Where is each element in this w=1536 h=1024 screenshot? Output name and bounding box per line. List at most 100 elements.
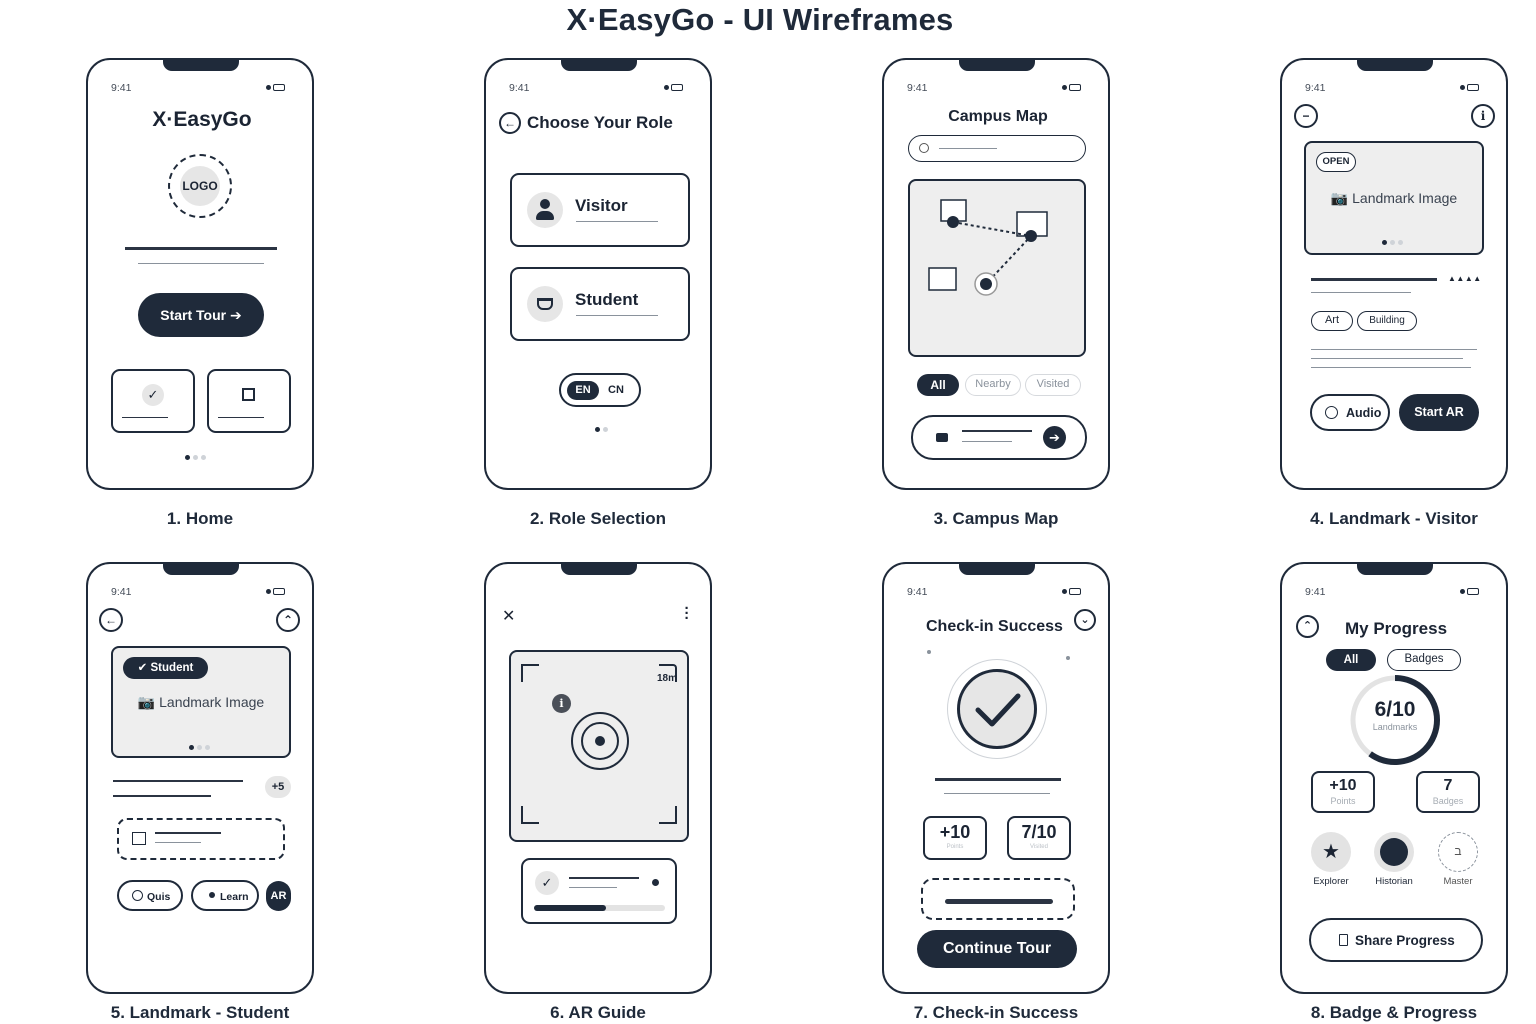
battery-icon bbox=[1062, 84, 1082, 91]
badge-name-explorer: Explorer bbox=[1313, 876, 1349, 887]
share-icon[interactable]: ⌄ bbox=[1074, 609, 1096, 631]
map-pin bbox=[947, 216, 959, 228]
app-name: X·EasyGo bbox=[152, 108, 252, 131]
quiz-icon bbox=[132, 890, 143, 901]
viewfinder-corner bbox=[521, 664, 539, 682]
progress-ring-value: 6/10 bbox=[1374, 698, 1416, 721]
role-card-visitor[interactable]: Visitor bbox=[510, 173, 690, 247]
quiz-preview-card[interactable] bbox=[117, 818, 285, 860]
person-icon bbox=[527, 192, 563, 228]
feature-card-map[interactable] bbox=[207, 369, 291, 433]
quiz-button[interactable]: Quis bbox=[117, 880, 183, 911]
points-badge: +5 bbox=[265, 776, 291, 798]
phone-notch bbox=[959, 562, 1035, 575]
caption-ar: 6. AR Guide bbox=[550, 1003, 646, 1022]
phone-map: 9:41 Campus Map All Nearby Visited ➔ bbox=[882, 58, 1110, 490]
lang-cn-option[interactable]: CN bbox=[608, 384, 624, 396]
share-icon bbox=[1339, 934, 1348, 946]
landmark-image-label: 📷 Landmark Image bbox=[137, 694, 265, 710]
phone-notch bbox=[561, 58, 637, 71]
lang-en-option[interactable]: EN bbox=[567, 381, 599, 400]
status-time: 9:41 bbox=[1305, 82, 1326, 94]
historian-badge-icon[interactable] bbox=[1374, 832, 1414, 872]
checkin-sub-line bbox=[944, 793, 1050, 795]
tag-art[interactable]: Art bbox=[1311, 311, 1353, 331]
start-ar-button[interactable]: Start AR bbox=[1399, 394, 1479, 431]
status-time: 9:41 bbox=[509, 82, 530, 94]
student-badge: ✔ Student bbox=[123, 657, 208, 679]
language-toggle[interactable]: EN CN bbox=[559, 373, 641, 407]
profile-icon[interactable]: ⌃ bbox=[276, 608, 300, 632]
filter-visited[interactable]: Visited bbox=[1025, 374, 1081, 396]
continue-tour-button[interactable]: Continue Tour bbox=[917, 930, 1077, 968]
audio-icon bbox=[1325, 406, 1338, 419]
back-arrow-icon[interactable]: ← bbox=[499, 112, 521, 134]
ar-progress-fill bbox=[534, 905, 607, 911]
phone-student: 9:41 ← ⌃ ✔ Student 📷 Landmark Image +5 Q… bbox=[86, 562, 314, 994]
phone-notch bbox=[163, 562, 239, 575]
learn-button[interactable]: Learn bbox=[191, 880, 259, 911]
graduation-cap-icon bbox=[527, 286, 563, 322]
landmark-image-card[interactable]: OPEN 📷 Landmark Image bbox=[1304, 141, 1484, 255]
audio-button[interactable]: Audio bbox=[1310, 394, 1390, 431]
phone-notch bbox=[163, 58, 239, 71]
search-input[interactable] bbox=[908, 135, 1086, 162]
battery-icon bbox=[1062, 588, 1082, 595]
landmark-title-line bbox=[113, 780, 243, 782]
search-icon bbox=[919, 143, 929, 153]
close-icon[interactable]: ✕ bbox=[502, 608, 516, 625]
battery-icon bbox=[664, 84, 684, 91]
filter-all[interactable]: All bbox=[917, 374, 959, 396]
back-arrow-icon[interactable]: ← bbox=[99, 608, 123, 632]
start-tour-button[interactable]: Start Tour ➔ bbox=[138, 293, 264, 337]
ar-button[interactable]: AR bbox=[266, 881, 291, 911]
viewfinder-corner bbox=[659, 664, 677, 682]
caption-visitor: 4. Landmark - Visitor bbox=[1310, 509, 1478, 528]
caption-checkin: 7. Check-in Success bbox=[913, 1003, 1079, 1022]
description-line bbox=[1311, 358, 1463, 360]
more-options-icon[interactable]: ··· bbox=[684, 600, 690, 627]
tab-all[interactable]: All bbox=[1326, 649, 1376, 671]
share-progress-button[interactable]: Share Progress bbox=[1309, 918, 1483, 962]
arrow-right-icon[interactable]: ➔ bbox=[1043, 426, 1066, 449]
battery-icon bbox=[1460, 84, 1480, 91]
status-time: 9:41 bbox=[111, 586, 132, 598]
caption-student: 5. Landmark - Student bbox=[110, 1003, 290, 1022]
headline-line bbox=[125, 247, 277, 250]
info-marker-icon[interactable]: i bbox=[552, 694, 571, 713]
map-route-svg bbox=[928, 199, 1048, 296]
role-card-student[interactable]: Student bbox=[510, 267, 690, 341]
tab-badges[interactable]: Badges bbox=[1387, 649, 1461, 671]
description-line bbox=[1311, 367, 1471, 369]
ar-progress-card[interactable]: ✓ bbox=[521, 858, 677, 924]
tag-building[interactable]: Building bbox=[1357, 311, 1417, 331]
checkin-title: Check-in Success bbox=[926, 618, 1063, 635]
page-indicator bbox=[595, 427, 611, 433]
carousel-indicator bbox=[1382, 240, 1406, 246]
nearby-landmark-card[interactable]: ➔ bbox=[911, 415, 1087, 460]
check-mark bbox=[975, 693, 1021, 727]
distance-label: 18m bbox=[656, 673, 677, 684]
open-badge: OPEN bbox=[1316, 152, 1356, 172]
back-icon[interactable]: − bbox=[1294, 104, 1318, 128]
success-check-icon bbox=[947, 659, 1047, 759]
caption-map: 3. Campus Map bbox=[933, 509, 1059, 528]
progress-ring bbox=[1350, 675, 1440, 765]
master-badge-locked-icon[interactable]: ב bbox=[1438, 832, 1478, 872]
landmark-image-card[interactable]: ✔ Student 📷 Landmark Image bbox=[111, 646, 291, 758]
phone-home: 9:41 X·EasyGo LOGO Start Tour ➔ ✓ bbox=[86, 58, 314, 490]
explorer-badge-icon[interactable]: ★ bbox=[1311, 832, 1351, 872]
logo-placeholder: LOGO bbox=[168, 154, 232, 218]
ar-camera-view[interactable]: 18m i bbox=[509, 650, 689, 842]
phone-notch bbox=[959, 58, 1035, 71]
feature-card-checkin[interactable]: ✓ bbox=[111, 369, 195, 433]
landmark-image-label: 📷 Landmark Image bbox=[1330, 190, 1458, 206]
map-pin bbox=[1025, 230, 1037, 242]
filter-nearby[interactable]: Nearby bbox=[965, 374, 1021, 396]
page-indicator bbox=[185, 455, 209, 461]
profile-icon[interactable]: ⌃ bbox=[1296, 615, 1319, 638]
map-canvas[interactable] bbox=[908, 179, 1086, 357]
info-icon[interactable]: i bbox=[1471, 104, 1495, 128]
badges-stat-card: 7 Badges bbox=[1416, 771, 1480, 813]
phone-role: 9:41 ← Choose Your Role Visitor Student … bbox=[484, 58, 712, 490]
